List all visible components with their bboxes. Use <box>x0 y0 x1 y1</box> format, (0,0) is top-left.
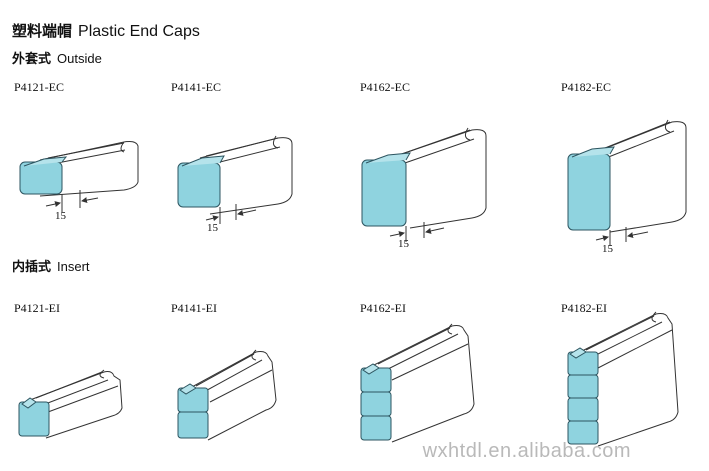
insert-label-en: Insert <box>57 259 90 274</box>
dimension-label-p4121-ec: 15 <box>55 210 66 222</box>
product-code-p4162-ei: P4162-EI <box>360 301 406 315</box>
page-title: 塑料端帽 Plastic End Caps <box>12 20 200 41</box>
title-en: Plastic End Caps <box>78 23 200 40</box>
product-code-p4162-ec: P4162-EC <box>360 80 411 94</box>
insert-cap-p4182-ei-3 <box>567 397 599 422</box>
drawing-p4182-ec <box>567 119 687 246</box>
insert-cap-p4121-ei <box>18 401 50 437</box>
section-insert-heading: 内插式 Insert <box>12 256 90 275</box>
watermark: wxhtdl.en.alibaba.com <box>422 440 631 462</box>
product-code-p4121-ec: P4121-EC <box>14 80 65 94</box>
drawing-p4141-ei <box>177 349 277 441</box>
dimension-label-p4162-ec: 15 <box>398 238 409 250</box>
insert-cap-p4182-ei-4 <box>567 420 599 445</box>
outside-label-en: Outside <box>57 51 102 66</box>
drawing-p4121-ec <box>19 141 139 212</box>
drawing-p4141-ec <box>177 135 293 224</box>
insert-cap-p4182-ei-2 <box>567 374 599 399</box>
title-cn: 塑料端帽 <box>12 22 73 40</box>
product-code-p4121-ei: P4121-EI <box>14 301 60 315</box>
section-outside-heading: 外套式 Outside <box>12 48 102 67</box>
outside-label-cn: 外套式 <box>12 52 52 67</box>
insert-cap-p4162-ei-2 <box>360 391 392 417</box>
product-code-p4141-ec: P4141-EC <box>171 80 222 94</box>
drawing-p4162-ei <box>360 323 475 443</box>
drawing-p4121-ei <box>18 369 123 439</box>
end-cap-p4121-ec <box>19 161 63 195</box>
end-cap-p4182-ec <box>567 153 611 231</box>
dimension-label-p4182-ec: 15 <box>602 243 613 255</box>
drawing-p4182-ei <box>567 311 679 447</box>
product-code-p4182-ec: P4182-EC <box>561 80 612 94</box>
drawing-p4162-ec <box>361 127 487 242</box>
insert-cap-p4162-ei-3 <box>360 415 392 441</box>
end-cap-p4162-ec <box>361 159 407 227</box>
product-code-p4182-ei: P4182-EI <box>561 301 607 315</box>
product-code-p4141-ei: P4141-EI <box>171 301 217 315</box>
insert-cap-p4141-ei-bottom <box>177 411 209 439</box>
dimension-label-p4141-ec: 15 <box>207 222 218 234</box>
insert-label-cn: 内插式 <box>12 260 52 275</box>
end-cap-p4141-ec <box>177 162 221 208</box>
